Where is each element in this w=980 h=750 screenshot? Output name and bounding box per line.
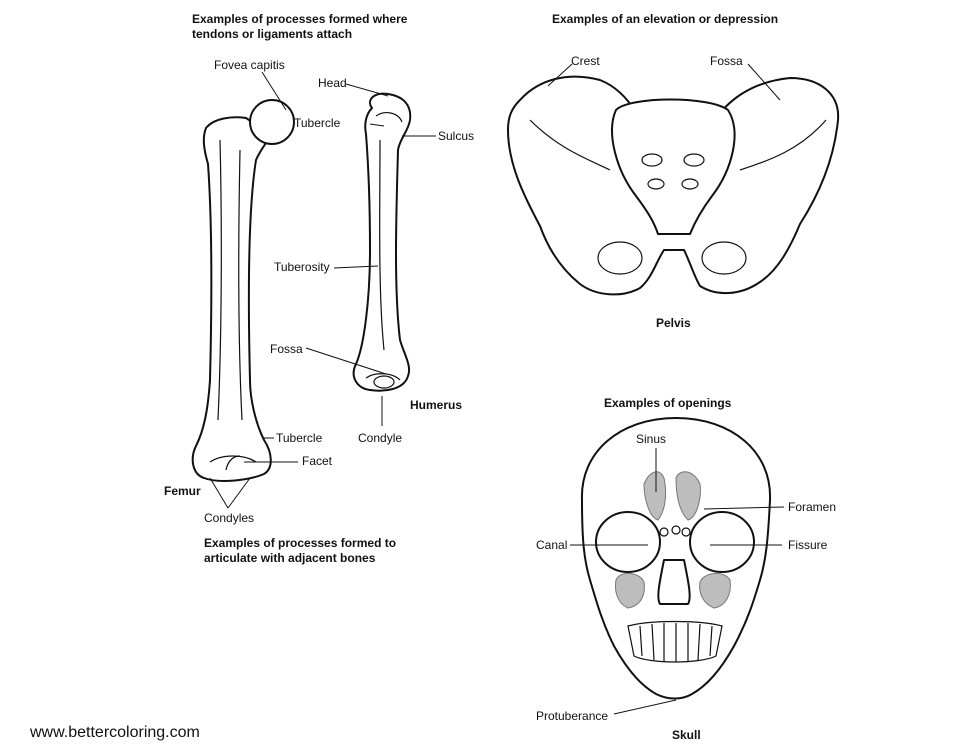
label-protuberance: Protuberance — [536, 709, 608, 723]
pelvis-drawing — [508, 77, 838, 295]
label-sulcus: Sulcus — [438, 129, 474, 143]
label-tubercle-femur: Tubercle — [276, 431, 322, 445]
bone-name-femur: Femur — [164, 484, 201, 498]
watermark: www.bettercoloring.com — [30, 724, 200, 742]
heading-openings: Examples of openings — [604, 396, 731, 411]
heading-tendons-line-2: tendons or ligaments attach — [192, 27, 407, 42]
label-condyles: Condyles — [204, 511, 254, 525]
bone-name-pelvis: Pelvis — [656, 316, 691, 330]
heading-articulate: Examples of processes formed to articula… — [204, 536, 396, 566]
heading-tendons-line-1: Examples of processes formed where — [192, 12, 407, 27]
skull-drawing — [582, 418, 770, 699]
label-fossa-humerus: Fossa — [270, 342, 303, 356]
heading-tendons: Examples of processes formed where tendo… — [192, 12, 407, 42]
label-condyle: Condyle — [358, 431, 402, 445]
heading-articulate-line-1: Examples of processes formed to — [204, 536, 396, 551]
heading-elevation: Examples of an elevation or depression — [552, 12, 778, 27]
label-tuberosity: Tuberosity — [274, 260, 330, 274]
label-crest: Crest — [571, 54, 600, 68]
label-head: Head — [318, 76, 347, 90]
bone-name-humerus: Humerus — [410, 398, 462, 412]
label-foramen: Foramen — [788, 500, 836, 514]
label-facet: Facet — [302, 454, 332, 468]
femur-drawing — [193, 100, 294, 481]
label-canal: Canal — [536, 538, 567, 552]
label-fossa-pelvis: Fossa — [710, 54, 743, 68]
heading-articulate-line-2: articulate with adjacent bones — [204, 551, 396, 566]
humerus-drawing — [354, 94, 411, 391]
label-fovea-capitis: Fovea capitis — [214, 58, 285, 72]
label-fissure: Fissure — [788, 538, 827, 552]
label-sinus: Sinus — [636, 432, 666, 446]
bone-name-skull: Skull — [672, 728, 701, 742]
label-tubercle-humerus: Tubercle — [294, 116, 340, 130]
